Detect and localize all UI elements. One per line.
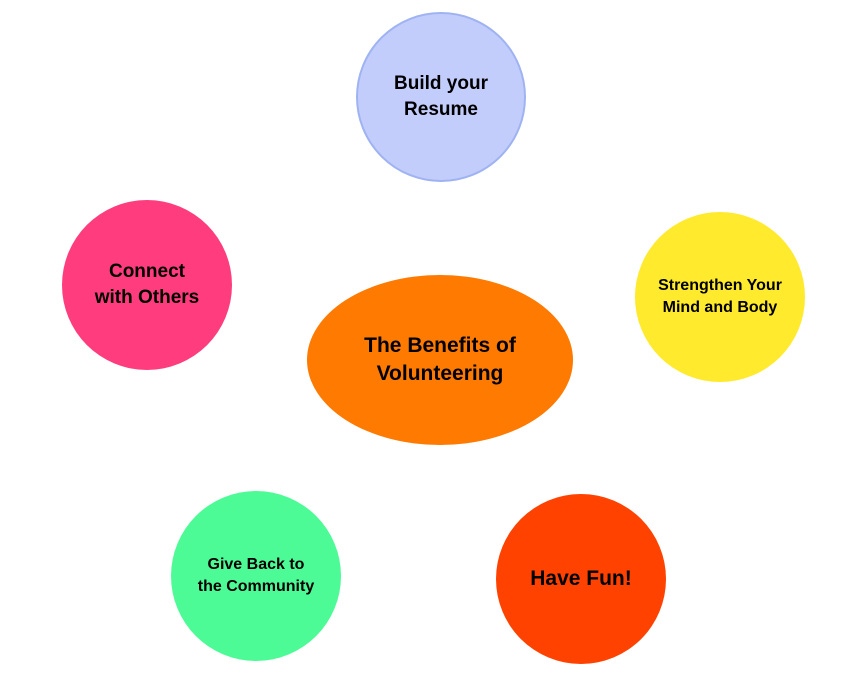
node-build-resume: Build your Resume <box>356 12 526 182</box>
central-node: The Benefits of Volunteering <box>307 275 573 445</box>
node-label: Build your Resume <box>394 73 488 120</box>
node-label: Have Fun! <box>530 566 632 590</box>
node-have-fun: Have Fun! <box>496 494 666 664</box>
node-give-back: Give Back to the Community <box>171 491 341 661</box>
central-label: The Benefits of Volunteering <box>364 333 516 385</box>
node-label: Connect with Others <box>94 261 200 308</box>
node-connect-with-others: Connect with Others <box>62 200 232 370</box>
node-label: Give Back to the Community <box>197 556 315 595</box>
node-label: Strengthen Your Mind and Body <box>658 277 782 316</box>
node-strengthen-mind-body: Strengthen Your Mind and Body <box>635 212 805 382</box>
